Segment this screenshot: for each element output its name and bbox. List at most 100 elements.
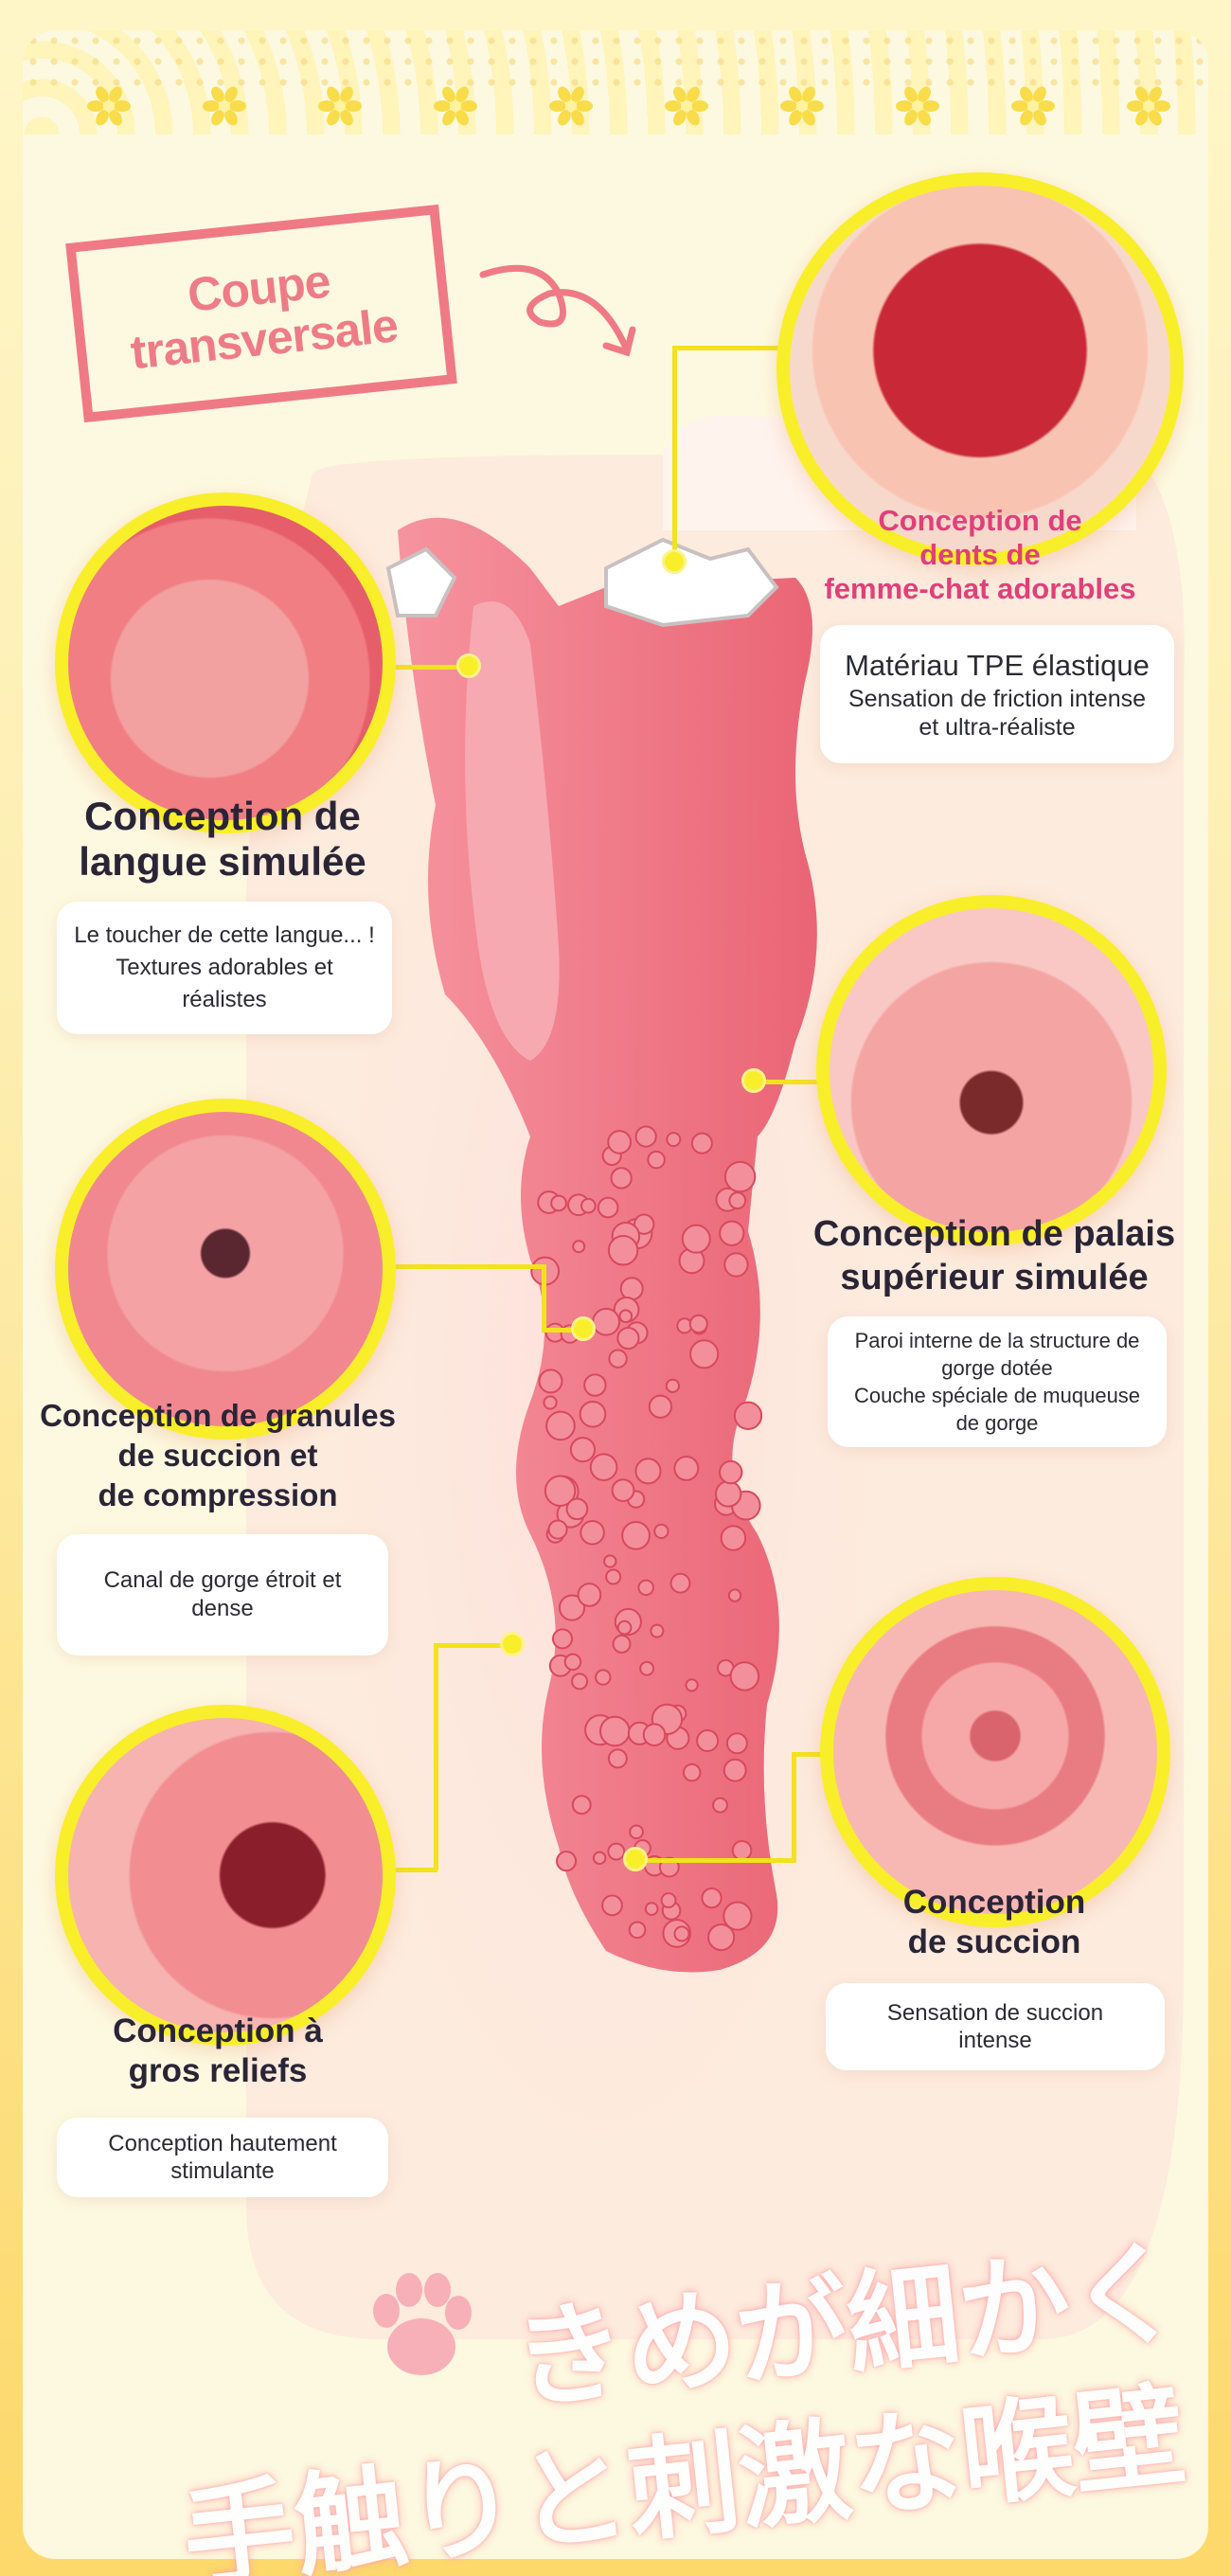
granule bbox=[592, 1307, 621, 1336]
granule bbox=[538, 1368, 563, 1394]
desc-box-teeth: Matériau TPE élastique Sensation de fric… bbox=[820, 625, 1174, 763]
desc-box-reliefs: Conception hautement stimulante bbox=[57, 2118, 388, 2197]
granule bbox=[669, 1572, 691, 1594]
desc-box-tongue: Le toucher de cette langue... ! Textures… bbox=[57, 902, 392, 1034]
granule bbox=[605, 1568, 622, 1585]
granule bbox=[720, 1525, 747, 1551]
granule bbox=[611, 1478, 635, 1503]
desc-text-tongue: Le toucher de cette langue... ! Textures… bbox=[74, 922, 375, 1012]
callout-title-tongue: Conception de langue simulée bbox=[79, 794, 366, 884]
granule bbox=[569, 1437, 597, 1463]
desc-box-granules: Canal de gorge étroit et dense bbox=[57, 1534, 388, 1655]
hotspot-granules bbox=[571, 1316, 596, 1341]
section-title-text: Coupe transversale bbox=[128, 254, 401, 380]
granule bbox=[599, 1715, 631, 1747]
granule bbox=[682, 1762, 702, 1782]
granule bbox=[547, 1519, 568, 1540]
callout-title-teeth: Conception de dents de femme-chat adorab… bbox=[824, 504, 1136, 605]
granule bbox=[712, 1797, 728, 1814]
granule bbox=[545, 1410, 576, 1441]
connector-suction-h1 bbox=[644, 1858, 795, 1863]
granule bbox=[673, 1455, 700, 1481]
granule bbox=[723, 1252, 749, 1278]
granule bbox=[595, 1669, 612, 1686]
granule bbox=[723, 1901, 753, 1931]
granule bbox=[565, 1497, 589, 1521]
granule bbox=[665, 1378, 681, 1393]
desc-text-palate: Paroi interne de la structure de gorge d… bbox=[853, 1329, 1141, 1435]
granule bbox=[580, 1197, 597, 1214]
granule bbox=[616, 1326, 640, 1351]
granule bbox=[571, 1673, 589, 1690]
granule bbox=[607, 1235, 639, 1266]
granule bbox=[616, 1619, 633, 1636]
connector-granules-h1 bbox=[388, 1264, 544, 1269]
desc-box-palate: Paroi interne de la structure de gorge d… bbox=[828, 1316, 1167, 1447]
granule bbox=[556, 1851, 578, 1872]
granule bbox=[725, 1732, 748, 1755]
granule bbox=[607, 1130, 633, 1154]
callout-title-suction: Conception de succion bbox=[902, 1884, 1086, 1960]
granule bbox=[696, 1729, 720, 1753]
granule bbox=[572, 1240, 586, 1254]
granule bbox=[673, 1925, 690, 1942]
granule bbox=[666, 1132, 682, 1148]
flower-icon bbox=[203, 86, 246, 126]
connector-granules-v bbox=[542, 1264, 546, 1331]
photo-tongue bbox=[55, 492, 396, 833]
granule bbox=[592, 1851, 607, 1866]
granule bbox=[639, 1660, 655, 1676]
granule bbox=[618, 1309, 633, 1324]
desc-text-teeth: Sensation de friction intense et ultra-r… bbox=[847, 686, 1147, 741]
granule bbox=[690, 1132, 713, 1154]
flower-icon bbox=[434, 86, 477, 126]
granule bbox=[571, 1795, 592, 1816]
desc-title-teeth: Matériau TPE élastique bbox=[845, 649, 1150, 682]
granule bbox=[647, 1150, 666, 1170]
connector-teeth-h bbox=[672, 346, 786, 350]
flower-icon bbox=[549, 86, 593, 126]
granule bbox=[660, 1892, 677, 1908]
granule bbox=[637, 1579, 654, 1597]
flower-row-decoration bbox=[87, 86, 1170, 126]
granule bbox=[653, 1523, 669, 1540]
granule bbox=[701, 1887, 723, 1909]
desc-text-reliefs: Conception hautement stimulante bbox=[108, 2131, 337, 2184]
granule bbox=[634, 1125, 657, 1148]
granule bbox=[685, 1678, 699, 1692]
callout-title-reliefs: Conception à gros reliefs bbox=[113, 2012, 323, 2089]
granule bbox=[607, 1748, 628, 1769]
granule bbox=[688, 1314, 708, 1333]
granule bbox=[610, 1167, 633, 1190]
granule bbox=[544, 1475, 577, 1507]
flower-icon bbox=[780, 86, 824, 126]
granule bbox=[707, 1923, 736, 1952]
hotspot-palate bbox=[741, 1068, 766, 1093]
granule bbox=[729, 1661, 760, 1691]
hotspot-reliefs bbox=[500, 1632, 525, 1656]
flower-icon bbox=[1127, 86, 1170, 126]
granule bbox=[644, 1902, 659, 1916]
photo-granules bbox=[55, 1099, 396, 1440]
granule bbox=[633, 1213, 655, 1235]
granule bbox=[619, 1277, 644, 1301]
granule bbox=[719, 1220, 745, 1246]
granule bbox=[650, 1623, 665, 1638]
granule bbox=[719, 1459, 743, 1485]
granule bbox=[608, 1349, 628, 1368]
callout-title-granules: Conception de granules de succion et de … bbox=[40, 1398, 396, 1512]
flower-icon bbox=[1011, 86, 1055, 126]
connector-reliefs-h1 bbox=[436, 1643, 511, 1648]
granule bbox=[689, 1339, 720, 1369]
desc-text-granules: Canal de gorge étroit et dense bbox=[103, 1567, 342, 1621]
granule bbox=[634, 1458, 662, 1485]
granule bbox=[727, 1588, 742, 1602]
photo-reliefs bbox=[55, 1705, 396, 2046]
granule bbox=[583, 1373, 607, 1397]
desc-text-suction: Sensation de succion intense bbox=[886, 2000, 1104, 2053]
connector-tongue bbox=[388, 665, 469, 670]
connector-suction-v bbox=[792, 1752, 796, 1863]
granule bbox=[543, 1395, 558, 1410]
